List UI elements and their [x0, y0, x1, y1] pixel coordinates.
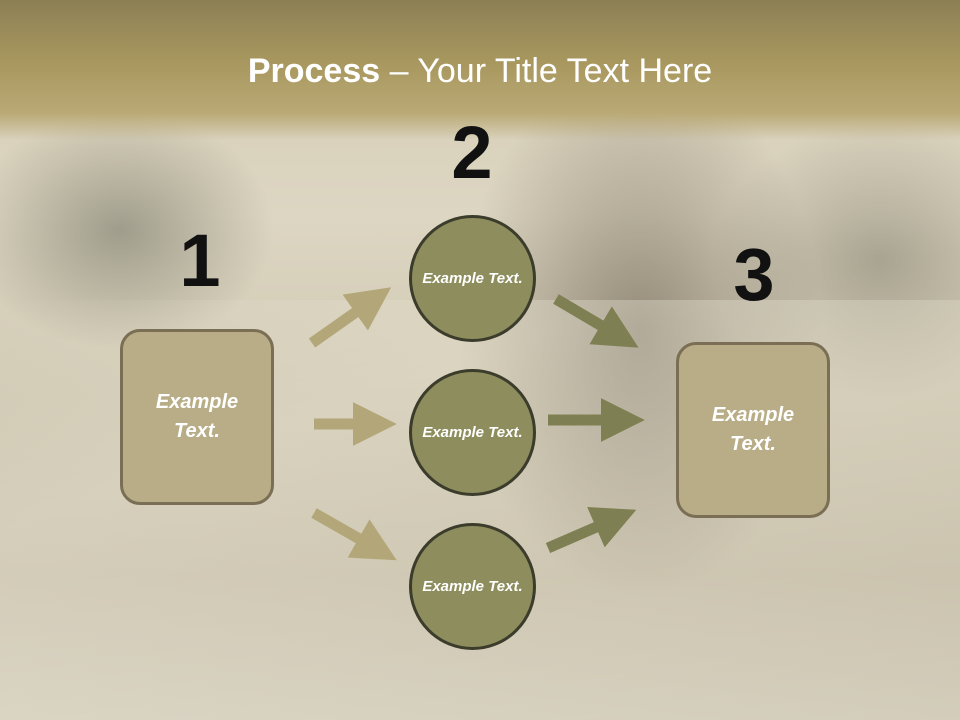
arrow-1-to-2a	[308, 287, 392, 348]
title-band	[0, 0, 960, 140]
step-3-label: Example Text.	[711, 404, 795, 455]
step-number-2: 2	[451, 111, 493, 194]
step-2-label-middle: Example Text.	[422, 424, 523, 441]
step-2-circle-middle: Example Text.	[409, 369, 536, 496]
step-number-3: 3	[733, 233, 775, 316]
step-2-label-top: Example Text.	[422, 270, 523, 287]
arrow-2c-to-3	[545, 507, 637, 554]
step-2-circle-bottom: Example Text.	[409, 523, 536, 650]
title-rest: – Your Title Text Here	[380, 52, 713, 90]
step-1-box: Example Text.	[120, 329, 274, 505]
slide-title: Process – Your Title Text Here	[0, 52, 960, 91]
step-number-1: 1	[179, 219, 221, 302]
step-2-label-bottom: Example Text.	[422, 578, 523, 595]
arrow-2a-to-3	[553, 294, 639, 348]
step-1-label: Example Text.	[155, 391, 239, 442]
title-bold: Process	[247, 52, 381, 90]
step-2-circle-top: Example Text.	[409, 215, 536, 342]
arrow-1-to-2c	[311, 508, 397, 561]
step-3-box: Example Text.	[676, 342, 830, 518]
